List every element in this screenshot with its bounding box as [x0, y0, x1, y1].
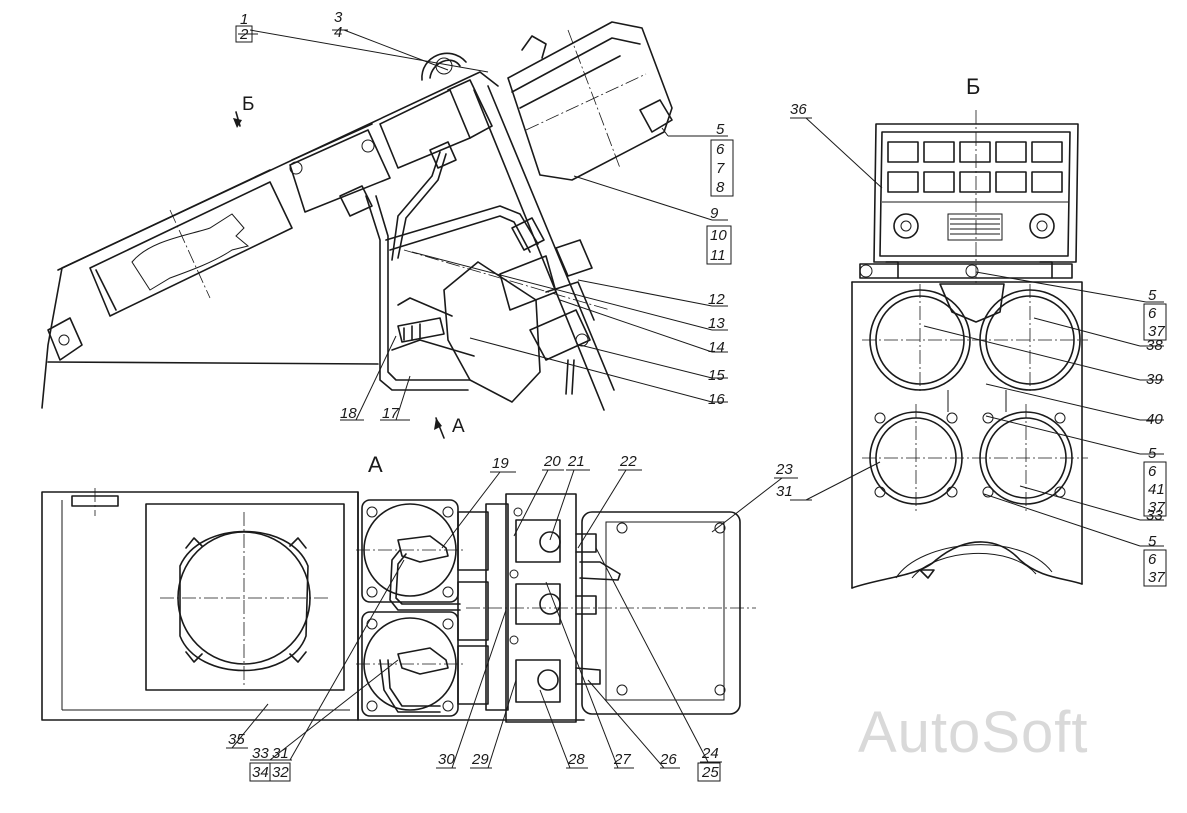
callout: 36 — [790, 101, 807, 118]
callout: 21 — [567, 453, 585, 470]
callout: 33 — [1146, 507, 1163, 524]
grille — [947, 213, 1003, 241]
callout: 27 — [613, 751, 631, 768]
view-a-arrow-label: А — [452, 416, 465, 437]
callout: 1 — [240, 11, 248, 28]
callout: 30 — [438, 751, 455, 768]
callout: 17 — [382, 405, 399, 422]
callout: 26 — [659, 751, 677, 768]
callout: 31 — [272, 745, 289, 762]
callout: 18 — [340, 405, 357, 422]
callout: 5 — [1148, 287, 1157, 304]
callout-numbers: 1 2 3 4 5 6 7 8 9 10 11 12 13 14 15 16 1… — [228, 9, 1167, 782]
callout: 37 — [1148, 499, 1165, 516]
callout: 3 — [334, 9, 343, 26]
callout: 41 — [1148, 481, 1165, 498]
callout: 29 — [471, 751, 489, 768]
callout: 25 — [701, 764, 719, 781]
callout: 20 — [543, 453, 561, 470]
callout: 35 — [228, 731, 245, 748]
callout: 38 — [1146, 337, 1163, 354]
callout: 5 — [1148, 533, 1157, 550]
callout: 8 — [716, 179, 725, 196]
callout: 31 — [776, 483, 793, 500]
watermark: AutoSoft — [858, 700, 1088, 765]
callout: 6 — [1148, 305, 1157, 322]
callout: 10 — [710, 227, 727, 244]
view-a — [41, 488, 756, 723]
callout: 7 — [716, 160, 725, 177]
callout: 13 — [708, 315, 725, 332]
view-b-leaders — [790, 117, 1164, 547]
callout: 14 — [708, 339, 725, 356]
callout: 5 — [1148, 445, 1157, 462]
callout: 2 — [239, 26, 249, 43]
callout: 12 — [708, 291, 725, 308]
side-view-leaders — [238, 29, 728, 421]
callout: 6 — [1148, 551, 1157, 568]
callout: 19 — [492, 455, 509, 472]
callout: 37 — [1148, 569, 1165, 586]
side-view — [41, 21, 673, 439]
callout: 6 — [1148, 463, 1157, 480]
callout: 39 — [1146, 371, 1163, 388]
callout: 37 — [1148, 323, 1165, 340]
view-a-leaders — [226, 469, 798, 769]
view-b — [851, 110, 1088, 589]
callout: 22 — [619, 453, 637, 470]
callout: 33 — [252, 745, 269, 762]
callout: 6 — [716, 141, 725, 158]
callout: 5 — [716, 121, 725, 138]
callout: 11 — [710, 247, 726, 264]
view-labels: Б Б А А — [242, 74, 980, 477]
view-b-arrow-label: Б — [242, 94, 254, 115]
callout: 23 — [775, 461, 793, 478]
callout: 32 — [272, 764, 289, 781]
callout: 16 — [708, 391, 725, 408]
callout: 40 — [1146, 411, 1163, 428]
indicator-windows — [887, 141, 1063, 193]
callout: 28 — [567, 751, 585, 768]
view-b-title: Б — [966, 74, 980, 99]
callout: 4 — [334, 24, 342, 41]
callout: 34 — [252, 764, 269, 781]
callout: 24 — [701, 745, 719, 762]
callout: 9 — [710, 205, 719, 222]
view-a-title: А — [368, 452, 383, 477]
callout: 15 — [708, 367, 725, 384]
